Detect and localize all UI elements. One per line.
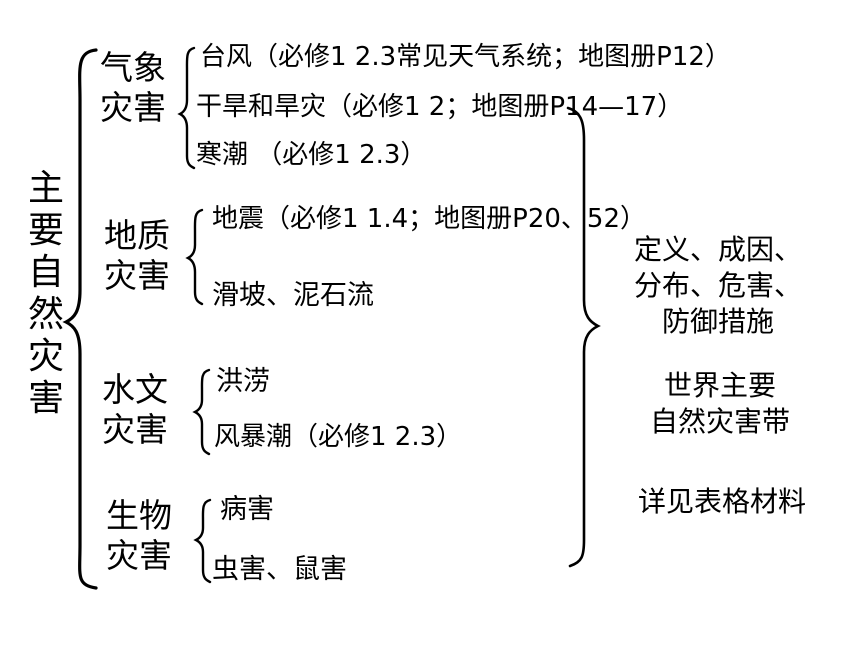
note-line: 防御措施 (661, 305, 774, 338)
category-line: 水文 (102, 370, 168, 409)
category-line: 灾害 (102, 410, 168, 449)
item-pests: 虫害、鼠害 (212, 554, 347, 585)
main-title-char: 要 (27, 210, 64, 251)
note-belts: 世界主要 自然灾害带 (610, 368, 830, 440)
main-title-char: 主 (27, 168, 64, 209)
brace-hydrological (192, 368, 211, 456)
main-title: 主 要 自 然 灾 害 (26, 168, 66, 420)
right-brace (566, 106, 601, 568)
category-line: 灾害 (100, 88, 166, 127)
note-line: 世界主要 (663, 369, 776, 402)
category-meteorological: 气象 灾害 (100, 48, 180, 128)
item-flood: 洪涝 (216, 366, 270, 397)
category-line: 灾害 (104, 256, 170, 295)
brace-meteorological (177, 46, 196, 170)
main-brace (62, 48, 98, 590)
note-definition: 定义、成因、 分布、危害、 防御措施 (608, 232, 828, 340)
item-landslide: 滑坡、泥石流 (212, 280, 374, 311)
item-storm-surge: 风暴潮（必修1 2.3） (214, 422, 463, 452)
note-line: 自然灾害带 (649, 405, 790, 438)
main-title-char: 然 (27, 294, 64, 335)
note-table: 详见表格材料 (612, 484, 832, 520)
brace-geological (185, 208, 204, 306)
brace-biological (193, 498, 212, 584)
item-disease: 病害 (220, 494, 274, 525)
note-line: 分布、危害、 (633, 269, 802, 302)
main-title-char: 灾 (27, 336, 64, 377)
main-title-char: 害 (27, 378, 64, 419)
category-hydrological: 水文 灾害 (102, 370, 182, 450)
item-earthquake: 地震（必修1 1.4；地图册P20、52） (212, 204, 647, 234)
item-drought: 干旱和旱灾（必修1 2；地图册P14—17） (196, 92, 684, 122)
category-geological: 地质 灾害 (104, 216, 184, 296)
item-typhoon: 台风（必修1 2.3常见天气系统；地图册P12） (200, 42, 731, 72)
category-line: 气象 (100, 48, 166, 87)
item-cold-wave: 寒潮 （必修1 2.3） (196, 140, 427, 170)
category-line: 灾害 (106, 536, 172, 575)
note-line: 详见表格材料 (637, 485, 806, 518)
category-line: 地质 (104, 216, 170, 255)
note-line: 定义、成因、 (633, 233, 802, 266)
main-title-char: 自 (27, 252, 64, 293)
category-line: 生物 (106, 496, 172, 535)
category-biological: 生物 灾害 (106, 496, 186, 576)
